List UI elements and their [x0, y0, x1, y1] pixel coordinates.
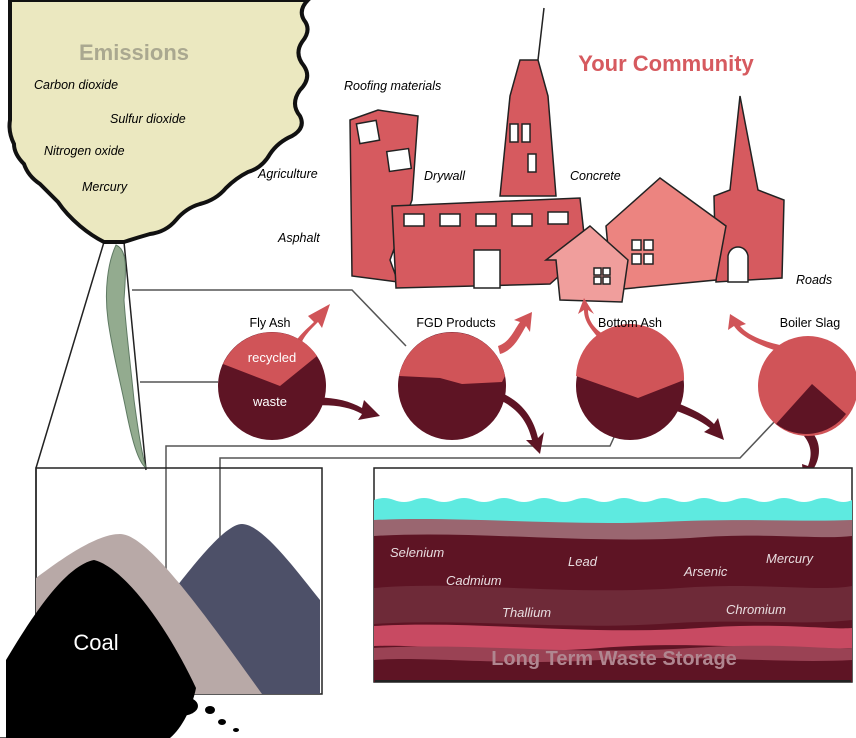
contaminant-lead: Lead [568, 554, 598, 569]
contaminant-selenium: Selenium [390, 545, 444, 560]
building-spire [499, 7, 557, 197]
use-agriculture: Agriculture [257, 167, 318, 181]
building-right-church [713, 95, 785, 283]
byproduct-fgd-products [398, 312, 544, 454]
fly-ash-waste-label: waste [252, 394, 287, 409]
contaminant-cadmium: Cadmium [446, 573, 502, 588]
coal-label: Coal [73, 630, 118, 655]
use-concrete: Concrete [570, 169, 621, 183]
contaminant-thallium: Thallium [502, 605, 551, 620]
coal-pile [6, 560, 196, 738]
emissions-cloud [7, 0, 311, 244]
emission-sulfur-dioxide: Sulfur dioxide [110, 112, 186, 126]
byproduct-bottom-ash [576, 298, 724, 440]
contaminant-arsenic: Arsenic [683, 564, 728, 579]
contaminant-mercury: Mercury [766, 551, 814, 566]
waste-storage-pit [373, 467, 853, 683]
fgd-products-title: FGD Products [416, 316, 495, 330]
fly-ash-waste-arrow [306, 397, 380, 420]
use-drywall: Drywall [424, 169, 466, 183]
use-roofing-materials: Roofing materials [344, 79, 441, 93]
boiler-slag-title: Boiler Slag [780, 316, 840, 330]
use-asphalt: Asphalt [277, 231, 320, 245]
bottom-ash-title: Bottom Ash [598, 316, 662, 330]
coal-chunks [162, 696, 239, 732]
emission-carbon-dioxide: Carbon dioxide [34, 78, 118, 92]
community-buildings [349, 7, 785, 303]
community-title: Your Community [578, 51, 754, 76]
smoke-plume [105, 244, 147, 470]
storage-title: Long Term Waste Storage [491, 648, 737, 670]
use-roads: Roads [796, 273, 832, 287]
emissions-title: Emissions [79, 40, 189, 65]
byproduct-fly-ash: recycled waste [218, 304, 380, 440]
fly-ash-title: Fly Ash [250, 316, 291, 330]
contaminant-chromium: Chromium [726, 602, 786, 617]
emission-nitrogen-oxide: Nitrogen oxide [44, 144, 125, 158]
byproduct-boiler-slag [728, 314, 856, 484]
emission-mercury: Mercury [82, 180, 128, 194]
fly-ash-recycled-label: recycled [248, 350, 296, 365]
